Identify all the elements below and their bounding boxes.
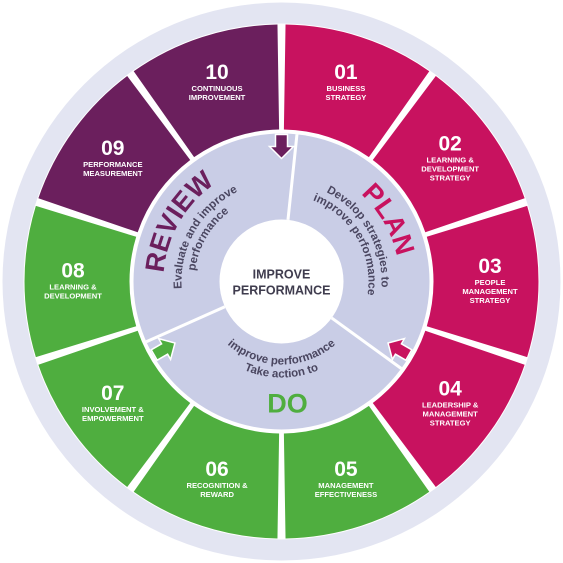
segment-label-line: MEASUREMENT <box>83 169 143 178</box>
center-label-line: PERFORMANCE <box>233 284 331 298</box>
cycle-arrows <box>150 133 413 362</box>
segment-08-shape <box>24 205 137 358</box>
segment-number: 09 <box>101 137 124 160</box>
center-circle <box>219 219 344 344</box>
segment-number: 06 <box>205 458 228 481</box>
segment-number: 01 <box>334 61 358 84</box>
segment-label-line: DEVELOPMENT <box>421 164 479 173</box>
segment-label-line: MANAGEMENT <box>318 481 374 490</box>
segment-label-line: LEARNING & <box>427 155 475 164</box>
segment-number: 03 <box>478 255 501 278</box>
segment-label-line: EFFECTIVENESS <box>315 490 377 499</box>
segment-02-shape <box>372 75 525 233</box>
segment-number: 08 <box>61 260 85 283</box>
segment-label-line: DEVELOPMENT <box>44 292 102 301</box>
segment-number: 04 <box>439 378 463 401</box>
segment-label-line: RECOGNITION & <box>186 481 248 490</box>
segment-05-shape <box>283 405 430 539</box>
segment-label-line: REWARD <box>200 490 234 499</box>
do-to-review-arrow <box>150 337 176 362</box>
segment-number: 10 <box>205 61 228 84</box>
segment-label-line: IMPROVEMENT <box>189 93 246 102</box>
do-title: DO <box>267 389 308 419</box>
segment-09-shape <box>38 75 191 233</box>
segment-number: 07 <box>101 382 124 405</box>
segment-01-shape <box>283 24 430 158</box>
phase-separator <box>286 134 299 220</box>
segment-label-line: STRATEGY <box>430 173 471 182</box>
segment-label-line: STRATEGY <box>326 93 367 102</box>
segment-number: 05 <box>334 458 358 481</box>
segment-10-shape <box>133 24 280 158</box>
segment-label-line: INVOLVEMENT & <box>82 405 144 414</box>
review-to-plan-arrow <box>267 133 296 160</box>
center-label-line: IMPROVE <box>253 268 311 282</box>
segment-03-shape <box>426 205 539 358</box>
segment-label-line: EMPOWERMENT <box>82 414 144 423</box>
segment-07-shape <box>38 330 191 488</box>
segment-label-line: STRATEGY <box>470 296 511 305</box>
segment-label-line: LEARNING & <box>49 283 97 292</box>
segment-label-line: PEOPLE <box>475 278 506 287</box>
plan-to-do-arrow <box>387 337 413 362</box>
segment-label-line: BUSINESS <box>327 84 366 93</box>
segment-label-line: LEADERSHIP & <box>422 401 479 410</box>
segment-label-line: CONTINUOUS <box>192 84 243 93</box>
segment-04-shape <box>372 330 525 488</box>
segment-label-line: PERFORMANCE <box>83 160 143 169</box>
segment-number: 02 <box>439 132 462 155</box>
segment-06-shape <box>133 405 280 539</box>
phase-separator <box>145 305 226 344</box>
segment-label-line: MANAGEMENT <box>423 410 479 419</box>
center-hub: IMPROVE PERFORMANCE <box>219 219 344 344</box>
phase-separator <box>330 316 403 370</box>
segment-label-line: STRATEGY <box>430 419 471 428</box>
segment-label-line: MANAGEMENT <box>462 287 518 296</box>
